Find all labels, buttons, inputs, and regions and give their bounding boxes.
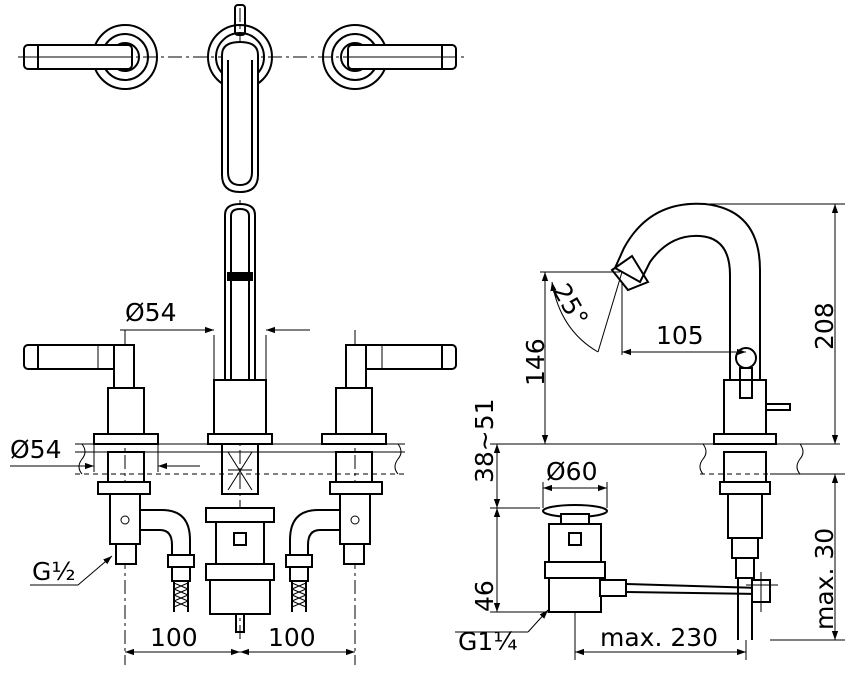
side-drain: [542, 504, 778, 613]
front-left-valve: [23, 344, 195, 612]
label-max-below: max. 30: [810, 528, 839, 630]
top-spout: [207, 4, 273, 194]
label-spacing-left: 100: [150, 623, 198, 652]
label-overall-height: 208: [810, 302, 839, 350]
top-right-handle: [322, 24, 457, 90]
label-dia-spout: Ø54: [125, 298, 177, 327]
label-drain-height: 46: [470, 580, 499, 612]
label-spout-reach: 105: [656, 321, 704, 350]
front-spout: [205, 202, 275, 633]
label-thread-side: G½: [32, 557, 76, 586]
side-view: 146 25° 105 208 max. 30 Ø60 38~51 46: [455, 202, 845, 660]
label-dia-body: Ø54: [10, 435, 62, 464]
label-spacing-right: 100: [268, 623, 316, 652]
label-deck-range: 38~51: [470, 398, 499, 483]
label-thread-drain: G1¼: [458, 627, 518, 656]
side-spout: [610, 202, 791, 640]
front-right-valve: [285, 344, 457, 612]
label-max-rod: max. 230: [600, 623, 718, 652]
label-spout-height: 146: [521, 338, 550, 386]
top-left-handle: [23, 24, 158, 90]
label-spout-angle: 25°: [547, 279, 594, 332]
front-view: Ø54 Ø54 G½ 100 100: [10, 200, 457, 665]
label-dia-drain: Ø60: [546, 457, 598, 486]
top-view: [18, 4, 468, 194]
